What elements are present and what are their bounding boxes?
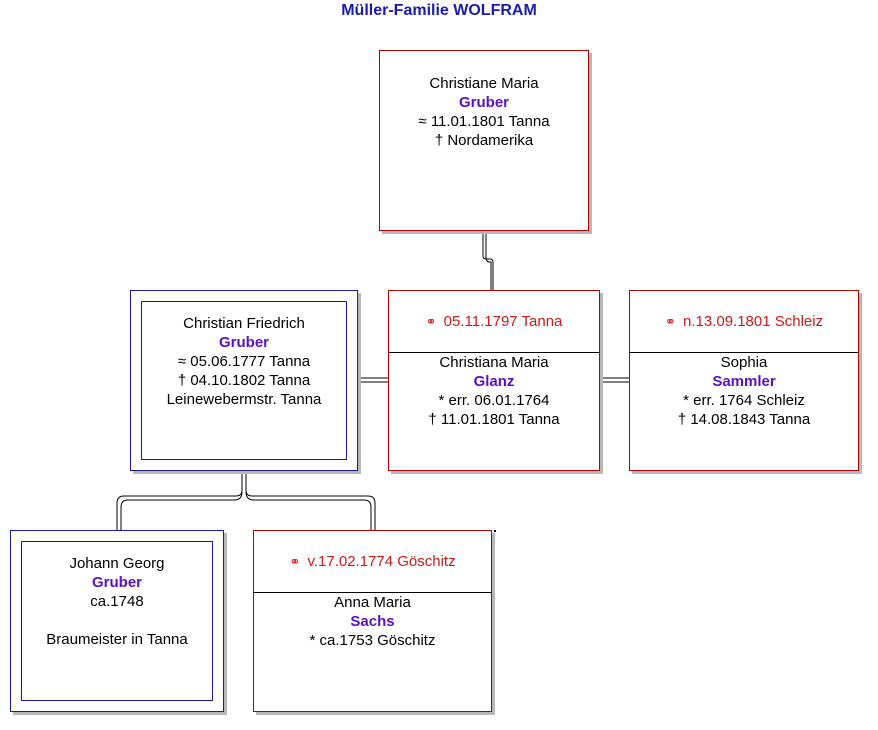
spouse-card-anna-maria-sachs[interactable]: ⚭ v.17.02.1774 Göschitz Anna Maria Sachs… [253,530,492,712]
baptism-date: ≈ 11.01.1801 Tanna [418,113,550,130]
card-inner-frame [21,541,213,701]
given-name: Christiana Maria [439,354,549,371]
marriage-date: n.13.09.1801 Schleiz [682,313,824,330]
birth-date: * err. 06.01.1764 [438,392,550,409]
given-name: Johann Georg [69,555,165,572]
page-title: Müller-Familie WOLFRAM [341,2,537,19]
death-date: † 04.10.1802 Tanna [177,372,311,389]
death-date: † 11.01.1801 Tanna [428,411,560,428]
given-name: Anna Maria [334,594,411,611]
death-date: † 14.08.1843 Tanna [677,411,811,428]
marriage-line: ⚭ 05.11.1797 Tanna [389,291,599,353]
baptism-date: ≈ 05.06.1777 Tanna [177,353,311,370]
given-name: Christiane Maria [429,75,539,92]
occupation: Braumeister in Tanna [46,631,188,648]
marriage-rings-icon: ⚭ [664,314,676,329]
marriage-line: ⚭ v.17.02.1774 Göschitz [254,531,491,593]
surname: Sammler [712,373,776,390]
surname: Gruber [91,574,142,591]
marriage-rings-icon: ⚭ [425,314,437,329]
spouse-card-sophia-sammler[interactable]: ⚭ n.13.09.1801 Schleiz Sophia Sammler * … [629,290,859,471]
marriage-rings-icon: ⚭ [289,554,301,569]
surname: Glanz [473,373,515,390]
birth-date: * err. 1764 Schleiz [683,392,805,409]
birth-date: ca.1748 [90,593,144,610]
surname: Sachs [350,613,395,630]
given-name: Sophia [720,354,768,371]
surname: Gruber [458,94,509,111]
person-card-johann-georg-gruber[interactable]: Johann Georg Gruber ca.1748 Braumeister … [10,530,224,712]
marriage-date: v.17.02.1774 Göschitz [307,553,456,570]
spouse-card-christiana-maria-glanz[interactable]: ⚭ 05.11.1797 Tanna Christiana Maria Glan… [388,290,600,471]
marriage-date: 05.11.1797 Tanna [443,313,563,330]
person-card-christian-friedrich-gruber[interactable]: Christian Friedrich Gruber ≈ 05.06.1777 … [130,290,358,471]
surname: Gruber [218,334,269,351]
death-info: † Nordamerika [434,132,534,149]
birth-date: * ca.1753 Göschitz [309,632,436,649]
person-card-christiane-maria-gruber[interactable]: Christiane Maria Gruber ≈ 11.01.1801 Tan… [379,50,589,231]
marriage-line: ⚭ n.13.09.1801 Schleiz [630,291,858,353]
given-name: Christian Friedrich [183,315,305,332]
occupation: Leinewebermstr. Tanna [166,391,322,408]
card-inner-frame [141,301,347,460]
